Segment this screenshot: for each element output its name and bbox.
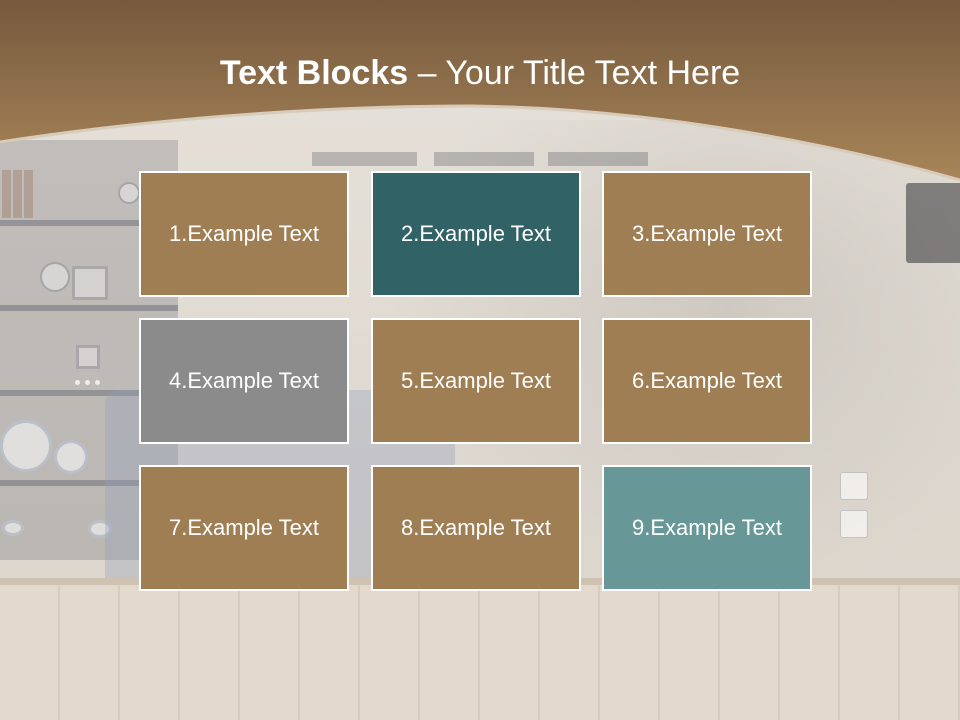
wall-picture (548, 152, 648, 166)
text-block-5[interactable]: 5.Example Text (371, 318, 581, 444)
shelf (0, 220, 178, 226)
dot (75, 380, 80, 385)
shelf (0, 390, 178, 396)
plate (0, 420, 52, 472)
text-block-2[interactable]: 2.Example Text (371, 171, 581, 297)
plate (54, 440, 88, 474)
clock-icon (40, 262, 70, 292)
wall-socket (840, 510, 868, 538)
header-band (0, 0, 960, 182)
wall-picture (312, 152, 417, 166)
book (24, 170, 33, 218)
dot (95, 380, 100, 385)
page-title: Text Blocks – Your Title Text Here (0, 54, 960, 93)
header-arc-edge (0, 104, 960, 182)
text-block-label: 7.Example Text (168, 515, 319, 540)
text-block-label: 9.Example Text (631, 515, 782, 540)
shelf (0, 480, 178, 486)
text-block-9[interactable]: 9.Example Text (602, 465, 812, 591)
floor (0, 585, 960, 720)
wall-picture (434, 152, 534, 166)
shelf (0, 305, 178, 311)
text-block-label: 6.Example Text (631, 368, 782, 393)
text-block-1[interactable]: 1.Example Text (139, 171, 349, 297)
text-block-label: 5.Example Text (400, 368, 551, 393)
dot (85, 380, 90, 385)
text-block-7[interactable]: 7.Example Text (139, 465, 349, 591)
photo-frame (76, 345, 100, 369)
wall-socket (840, 472, 868, 500)
photo-frame (72, 266, 108, 300)
text-block-3[interactable]: 3.Example Text (602, 171, 812, 297)
text-block-label: 3.Example Text (631, 221, 782, 246)
text-block-label: 2.Example Text (400, 221, 551, 246)
text-block-label: 4.Example Text (168, 368, 319, 393)
book (13, 170, 22, 218)
header-fill (0, 0, 960, 180)
plate (88, 520, 112, 538)
title-bold-part: Text Blocks (219, 54, 409, 92)
text-block-label: 1.Example Text (168, 221, 319, 246)
title-separator: – (408, 54, 446, 92)
title-rest: Your Title Text Here (445, 54, 741, 92)
floor-lamp (906, 183, 960, 263)
book (2, 170, 11, 218)
text-block-4[interactable]: 4.Example Text (139, 318, 349, 444)
text-block-label: 8.Example Text (400, 515, 551, 540)
text-block-8[interactable]: 8.Example Text (371, 465, 581, 591)
plate (2, 520, 24, 536)
text-block-6[interactable]: 6.Example Text (602, 318, 812, 444)
